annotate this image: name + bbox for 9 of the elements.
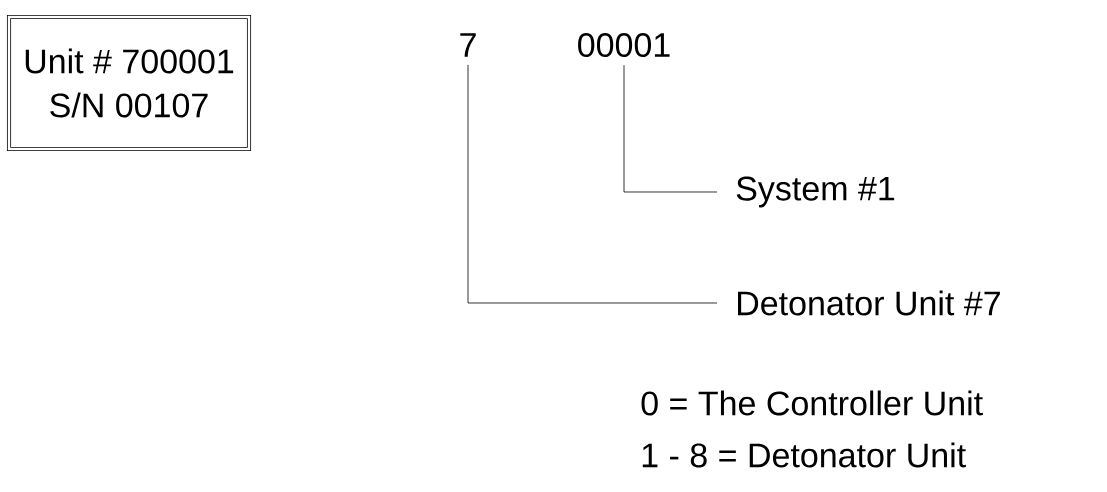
leader-line [467,64,718,304]
code-text: Detonator Unit #7 [738,290,1000,316]
code-text: 00001 [578,32,670,57]
code-text: 7 [460,33,476,57]
serial-number-box: Unit # 700001 S/N 00107 [6,14,252,152]
code-text: System #1 [736,176,895,208]
legend-note: 1 - 8 = Detonator Unit [642,442,966,468]
legend-note: 0 = The Controller Unit [641,390,983,416]
leader-line [623,64,718,193]
